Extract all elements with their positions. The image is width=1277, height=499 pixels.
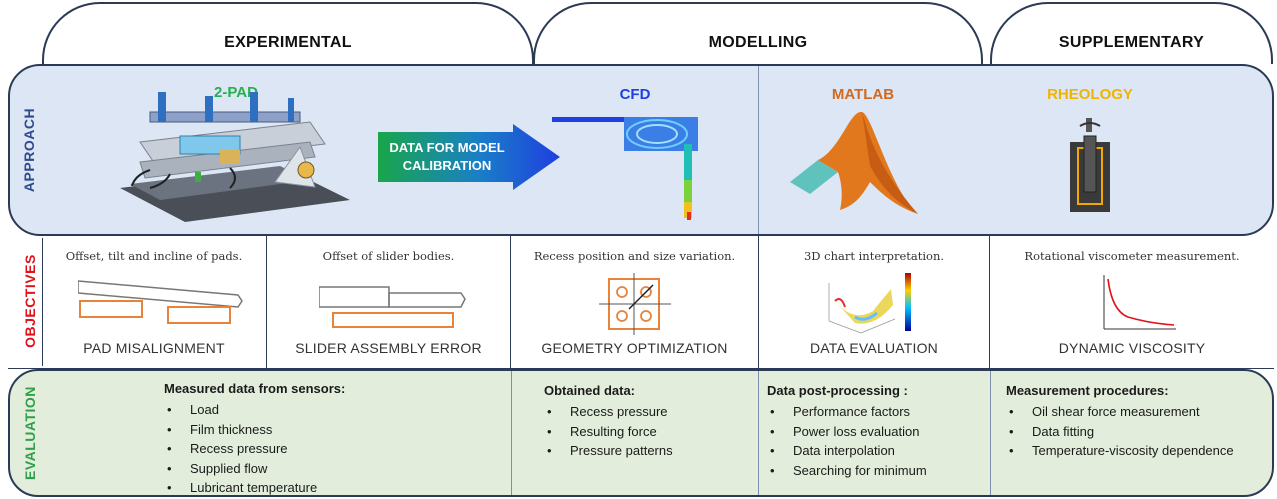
list-item: Data fitting — [1006, 422, 1274, 442]
viscometer-icon — [1070, 118, 1110, 212]
evaluation-experimental: Measured data from sensors: Load Film th… — [164, 381, 494, 498]
evaluation-list: Oil shear force measurement Data fitting… — [1006, 402, 1274, 461]
objective-desc: 3D chart interpretation. — [803, 249, 945, 263]
list-item: Data interpolation — [767, 441, 982, 461]
slider-assembly-icon — [319, 286, 466, 328]
objective-desc: Offset, tilt and incline of pads. — [65, 249, 243, 263]
evaluation-matlab: Data post-processing : Performance facto… — [767, 383, 982, 480]
viscosity-curve-icon — [1103, 275, 1176, 330]
row-label-evaluation: EVALUATION — [22, 386, 38, 480]
header-modelling: MODELLING — [533, 2, 983, 64]
evaluation-title: Data post-processing : — [767, 383, 908, 398]
objective-desc: Recess position and size variation. — [533, 249, 736, 263]
list-item: Oil shear force measurement — [1006, 402, 1274, 422]
objectives-divider-left — [42, 238, 43, 366]
list-item: Film thickness — [164, 420, 494, 440]
cfd-streamlines-icon — [552, 117, 698, 220]
objective-name: SLIDER ASSEMBLY ERROR — [295, 340, 482, 356]
objective-name: PAD MISALIGNMENT — [83, 340, 225, 356]
test-rig-illustration — [120, 92, 350, 222]
list-item: Searching for minimum — [767, 461, 982, 481]
objective-name: GEOMETRY OPTIMIZATION — [541, 340, 728, 356]
objective-desc: Offset of slider bodies. — [322, 249, 455, 263]
header-supplementary: SUPPLEMENTARY — [990, 2, 1273, 64]
objective-name: DYNAMIC VISCOSITY — [1058, 340, 1206, 356]
matlab-title: MATLAB — [831, 86, 895, 103]
list-item: Performance factors — [767, 402, 982, 422]
evaluation-divider-2 — [758, 371, 759, 495]
evaluation-list: Load Film thickness Recess pressure Supp… — [164, 400, 494, 498]
evaluation-list: Performance factors Power loss evaluatio… — [767, 402, 982, 480]
evaluation-cfd: Obtained data: Recess pressure Resulting… — [544, 383, 744, 461]
cfd-title: CFD — [619, 86, 651, 103]
list-item: Power loss evaluation — [767, 422, 982, 442]
objective-name: DATA EVALUATION — [810, 340, 938, 356]
list-item: Supplied flow — [164, 459, 494, 479]
evaluation-divider-3 — [990, 371, 991, 495]
list-item: Recess pressure — [544, 402, 744, 422]
header-modelling-label: MODELLING — [708, 34, 808, 51]
surface-plot-icon — [828, 273, 911, 334]
rheology-title: RHEOLOGY — [1047, 86, 1133, 103]
objective-slider-assembly-error: Offset of slider bodies. SLIDER ASSEMBLY… — [267, 235, 511, 369]
objective-dynamic-viscosity: Rotational viscometer measurement. DYNAM… — [990, 235, 1274, 369]
list-item: Recess pressure — [164, 439, 494, 459]
approach-divider — [758, 66, 759, 234]
geometry-optimization-icon — [599, 273, 671, 335]
two-pad-title: 2-PAD — [214, 84, 258, 101]
objective-desc: Rotational viscometer measurement. — [1024, 249, 1240, 263]
evaluation-title: Obtained data: — [544, 383, 636, 398]
matlab-logo-icon — [790, 111, 918, 214]
evaluation-divider-1 — [511, 371, 512, 495]
objective-data-evaluation: 3D chart interpretation. DATA EVALUATION — [759, 235, 990, 369]
evaluation-title: Measurement procedures: — [1006, 383, 1169, 398]
objectives-bottom-line — [8, 368, 1274, 369]
evaluation-list: Recess pressure Resulting force Pressure… — [544, 402, 744, 461]
row-label-approach: APPROACH — [21, 107, 37, 193]
calibration-arrow-label: DATA FOR MODEL CALIBRATION — [389, 140, 505, 173]
evaluation-rheology: Measurement procedures: Oil shear force … — [1006, 383, 1274, 461]
objective-pad-misalignment: Offset, tilt and incline of pads. PAD MI… — [42, 235, 267, 369]
row-label-objectives: OBJECTIVES — [22, 254, 38, 348]
list-item: Temperature-viscosity dependence — [1006, 441, 1274, 461]
header-experimental-label: EXPERIMENTAL — [224, 34, 352, 51]
list-item: Load — [164, 400, 494, 420]
list-item: Resulting force — [544, 422, 744, 442]
pad-misalignment-icon — [78, 280, 243, 324]
evaluation-title: Measured data from sensors: — [164, 381, 346, 396]
header-supplementary-label: SUPPLEMENTARY — [1058, 34, 1205, 51]
header-experimental: EXPERIMENTAL — [42, 2, 534, 64]
list-item: Pressure patterns — [544, 441, 744, 461]
objective-geometry-optimization: Recess position and size variation. GEOM… — [511, 235, 759, 369]
calibration-arrow — [378, 124, 560, 190]
list-item: Lubricant temperature — [164, 478, 494, 498]
